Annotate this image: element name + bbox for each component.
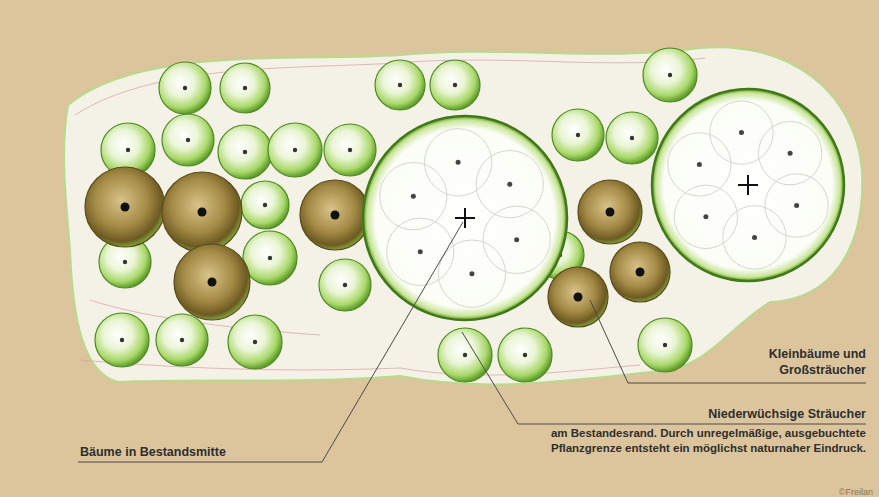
stem-dot	[186, 138, 190, 142]
small-tree	[85, 167, 165, 247]
stem-dot	[463, 353, 467, 357]
under-shrub	[483, 206, 550, 273]
shrub	[319, 259, 371, 311]
planting-area-sketch	[75, 58, 705, 375]
stem-dot	[576, 133, 580, 137]
leader-lines	[78, 222, 866, 462]
stem-dot	[243, 150, 247, 154]
shrub	[156, 314, 208, 366]
shrub	[243, 231, 297, 285]
under-shrub	[765, 174, 828, 237]
shrub	[228, 315, 282, 369]
shrub	[162, 114, 214, 166]
stem-dot	[293, 148, 297, 152]
stem-dot	[523, 353, 527, 357]
tree-cross	[464, 208, 466, 228]
stem-dot	[514, 237, 519, 242]
stem-dot	[253, 340, 257, 344]
stem-dot	[180, 338, 184, 342]
shrub	[268, 123, 322, 177]
shrub	[218, 125, 272, 179]
shrub	[324, 124, 376, 176]
under-shrub	[668, 133, 731, 196]
stem-dot	[453, 83, 457, 87]
stem-dot	[703, 214, 708, 219]
stem-dot	[123, 260, 127, 264]
stem-dot	[120, 338, 124, 342]
stem-dot	[507, 182, 512, 187]
stem-dot	[263, 203, 267, 207]
stem-dot	[794, 203, 799, 208]
shrub	[159, 62, 211, 114]
shrub	[643, 48, 697, 102]
stem-dot	[668, 73, 672, 77]
under-shrub	[380, 162, 447, 229]
under-shrub	[476, 151, 543, 218]
shrub	[241, 181, 289, 229]
stem-dot	[126, 148, 130, 152]
stem-dot	[418, 249, 423, 254]
stem-dot	[348, 148, 352, 152]
stem-dot	[636, 268, 645, 277]
under-shrub	[710, 101, 773, 164]
small-tree	[548, 267, 608, 327]
small-tree	[610, 242, 670, 302]
stem-dot	[331, 211, 340, 220]
stem-dot	[630, 136, 634, 140]
tree-cross	[747, 175, 749, 195]
stem-dot	[663, 343, 667, 347]
shrub	[606, 112, 658, 164]
stem-dot	[343, 283, 347, 287]
small-tree	[162, 172, 242, 252]
shrub	[95, 313, 149, 367]
callout-heading: Niederwüchsige Sträucher	[566, 406, 866, 422]
stem-dot	[739, 130, 744, 135]
under-shrub	[387, 218, 454, 285]
stem-dot	[243, 86, 247, 90]
large-tree	[652, 89, 844, 281]
small-tree	[300, 180, 370, 250]
shrub	[638, 318, 692, 372]
stem-dot	[752, 235, 757, 240]
stem-dot	[411, 194, 416, 199]
shrub	[498, 328, 552, 382]
shrub	[375, 60, 425, 110]
stem-dot	[198, 208, 207, 217]
large-tree	[363, 116, 567, 320]
under-shrub	[758, 121, 821, 184]
stem-dot	[268, 256, 272, 260]
stem-dot	[606, 208, 615, 217]
under-shrub	[723, 206, 786, 269]
callout-note: am Bestandesrand. Durch unregelmäßige, a…	[521, 426, 866, 456]
watermark: ©Freilan	[793, 484, 873, 497]
small-tree	[174, 244, 250, 320]
stem-dot	[208, 278, 217, 287]
stem-dot	[398, 83, 402, 87]
stem-dot	[456, 160, 461, 165]
under-shrub	[674, 185, 737, 248]
small-tree	[578, 180, 642, 244]
stem-dot	[788, 151, 793, 156]
stem-dot	[574, 293, 583, 302]
under-shrub	[438, 240, 505, 307]
callout-label: Kleinbäume und Großsträucher	[741, 346, 866, 378]
shrub	[430, 60, 480, 110]
stem-dot	[469, 271, 474, 276]
shrub	[552, 109, 604, 161]
shrub	[220, 63, 270, 113]
callout-label: Bäume in Bestandsmitte	[80, 444, 320, 460]
stem-dot	[183, 86, 187, 90]
stem-dot	[697, 162, 702, 167]
stem-dot	[121, 203, 130, 212]
under-shrub	[424, 129, 491, 196]
